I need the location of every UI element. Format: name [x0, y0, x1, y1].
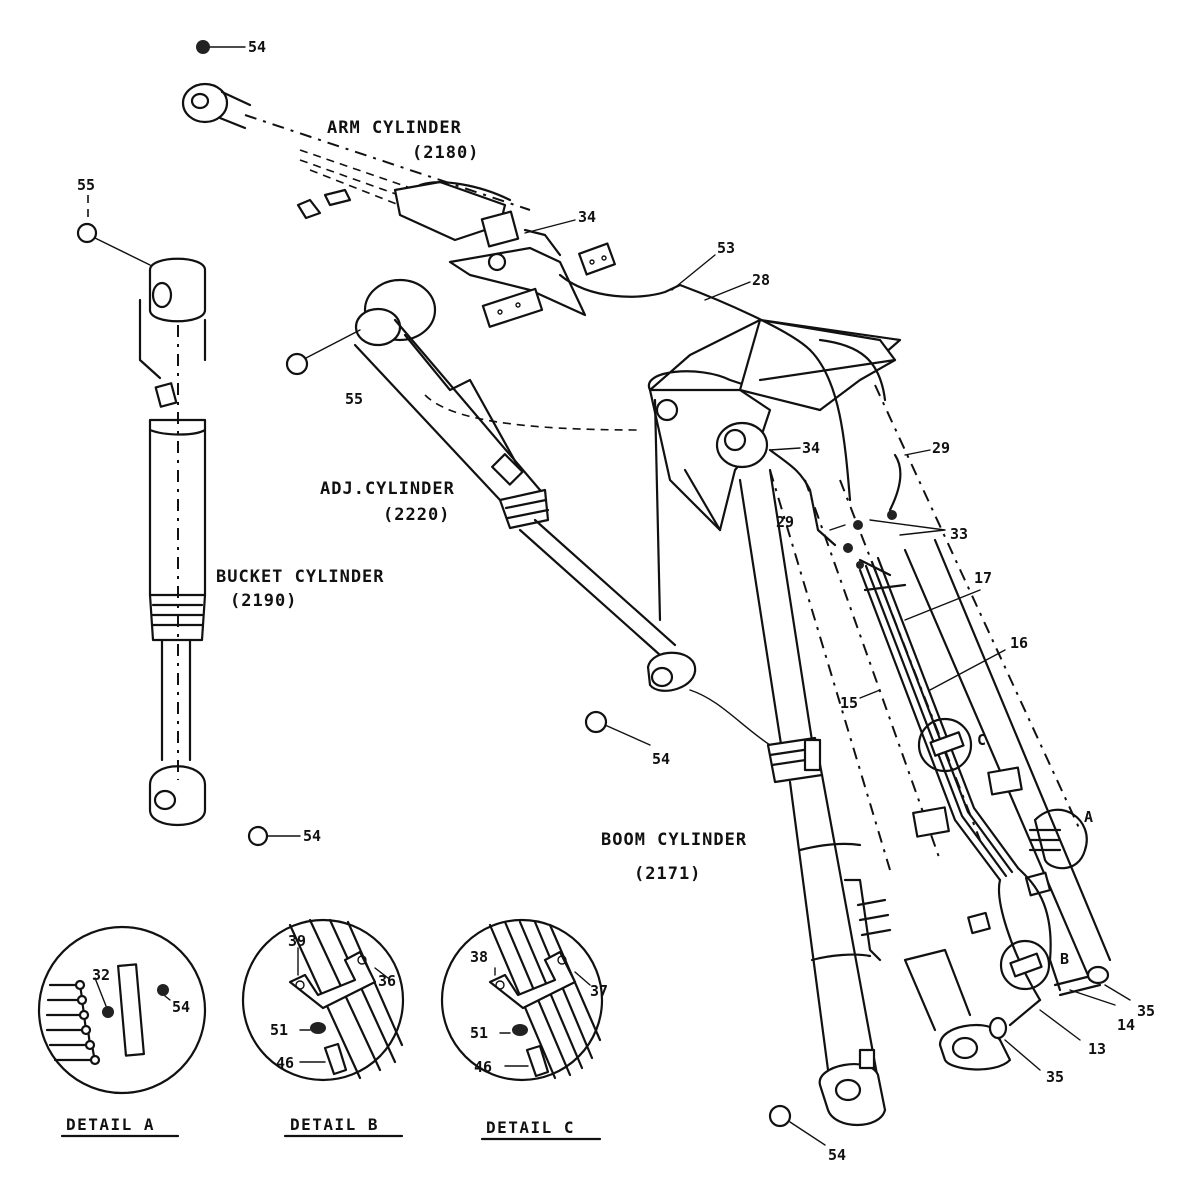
- callout-35-right: 35: [1137, 1002, 1155, 1020]
- detail-b: 39 36 51 46 DETAIL B: [241, 918, 405, 1138]
- detail-b-36: 36: [378, 972, 396, 990]
- callout-16: 16: [1010, 634, 1028, 652]
- callout-numbers: 54 55 34 53 28 55 34 29 29 33 17 16 15 5…: [77, 38, 1155, 1164]
- adj-cylinder-label: ADJ.CYLINDER: [320, 479, 455, 499]
- detail-a: 32 54 DETAIL A: [37, 925, 207, 1138]
- detail-b-title: DETAIL B: [290, 1115, 379, 1134]
- callout-17: 17: [974, 569, 992, 587]
- callout-29-right: 29: [932, 439, 950, 457]
- adj-cylinder-drawing: [353, 278, 771, 746]
- detail-b-46: 46: [276, 1054, 294, 1072]
- nut-markers: [76, 40, 792, 1128]
- callout-28: 28: [752, 271, 770, 289]
- boom-cylinder-drawing: [738, 468, 892, 1127]
- callout-A: A: [1084, 808, 1093, 826]
- callout-54-top: 54: [248, 38, 266, 56]
- callout-55-mid: 55: [345, 390, 363, 408]
- callout-54-bottom: 54: [828, 1146, 846, 1164]
- callout-54-mid: 54: [652, 750, 670, 768]
- boom-cylinder-code: (2171): [634, 864, 701, 884]
- detail-a-54: 54: [172, 998, 190, 1016]
- arm-cylinder-label: ARM CYLINDER: [327, 118, 462, 138]
- arm-cylinder-drawing: [181, 82, 616, 328]
- callout-35-bottom: 35: [1046, 1068, 1064, 1086]
- detail-c-37: 37: [590, 982, 608, 1000]
- detail-b-51: 51: [270, 1021, 288, 1039]
- callout-14: 14: [1117, 1016, 1135, 1034]
- detail-c-title: DETAIL C: [486, 1118, 575, 1137]
- detail-c-51: 51: [470, 1024, 488, 1042]
- callout-53: 53: [717, 239, 735, 257]
- clamp-markers: [917, 717, 1110, 1040]
- detail-b-39: 39: [288, 932, 306, 950]
- callout-54-bucket: 54: [303, 827, 321, 845]
- detail-c: 38 37 51 46 DETAIL C: [440, 918, 608, 1141]
- bucket-cylinder-code: (2190): [230, 591, 297, 611]
- callout-34-top: 34: [578, 208, 596, 226]
- bucket-cylinder-drawing: [138, 257, 207, 827]
- leader-lines: [87, 46, 1131, 1146]
- callout-C: C: [977, 731, 986, 749]
- callout-B: B: [1060, 950, 1069, 968]
- callout-33: 33: [950, 525, 968, 543]
- callout-55-left: 55: [77, 176, 95, 194]
- detail-a-32: 32: [92, 966, 110, 984]
- detail-c-46: 46: [474, 1058, 492, 1076]
- callout-13: 13: [1088, 1040, 1106, 1058]
- detail-a-title: DETAIL A: [66, 1115, 155, 1134]
- adj-cylinder-code: (2220): [383, 505, 450, 525]
- hydraulic-lines: [558, 273, 1102, 1027]
- callout-34-mid: 34: [802, 439, 820, 457]
- boom-structure-drawing: [647, 318, 1112, 1071]
- detail-c-38: 38: [470, 948, 488, 966]
- arm-cylinder-code: (2180): [412, 143, 479, 163]
- boom-cylinder-label: BOOM CYLINDER: [601, 830, 747, 850]
- bucket-cylinder-label: BUCKET CYLINDER: [216, 567, 385, 587]
- callout-15: 15: [840, 694, 858, 712]
- callout-29-left: 29: [776, 513, 794, 531]
